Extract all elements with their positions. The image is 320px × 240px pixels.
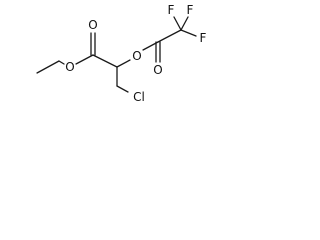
atom-ester-carbonyl-oxygen: O: [88, 18, 97, 32]
bond-cf3-f-top-left: [173, 16, 182, 31]
bond-ch2-cl: [116, 85, 129, 93]
atom-chlorine: Cl: [133, 90, 145, 104]
bond-cf3-f-top-right: [180, 16, 189, 31]
bond-ch2-ester-o: [58, 60, 65, 65]
bond-ester-o-carbonyl-c: [75, 54, 94, 65]
bond-tfa-carbonyl-cf3: [157, 29, 182, 43]
atom-fluorine-right: F: [200, 31, 207, 45]
ethyl-3-chloro-2-trifluoroacetoxypropanoate-structure: O O O O F F F Cl: [36, 3, 207, 104]
atom-fluorine-top-right: F: [187, 3, 194, 17]
bond-alpha-o: [116, 59, 131, 68]
bond-ch3-ch2: [36, 60, 60, 74]
atom-alpha-oxygen: O: [132, 49, 141, 63]
bond-carbonyl-alpha: [92, 54, 118, 68]
atom-tfa-carbonyl-oxygen: O: [153, 63, 162, 77]
atom-fluorine-top-left: F: [168, 3, 175, 17]
bond-cf3-f-right: [180, 29, 197, 37]
atom-ester-oxygen: O: [65, 60, 74, 74]
